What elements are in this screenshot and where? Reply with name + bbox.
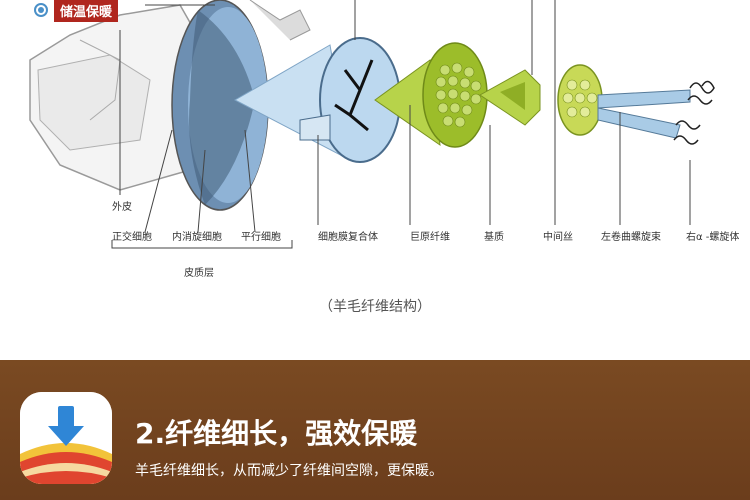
label-orthocortex: 正交细胞 <box>112 232 152 243</box>
label-macrofibril: 巨原纤维 <box>410 232 450 243</box>
tag-label: 储温保暖 <box>54 0 119 22</box>
feature-tag: 储温保暖 <box>34 0 119 22</box>
label-paracortex: 平行细胞 <box>241 232 281 243</box>
label-microfibril: 中间丝 <box>543 232 573 243</box>
download-arrow-icon <box>20 392 112 484</box>
label-matrix: 基质 <box>484 232 504 243</box>
label-left-coiled-bundle: 左卷曲螺旋束 <box>601 232 661 243</box>
feature-footer <box>0 360 750 500</box>
feature-subtext: 羊毛纤维细长，从而减少了纤维间空隙，更保暖。 <box>135 463 443 479</box>
label-mesocortex: 内消旋细胞 <box>172 232 222 243</box>
label-cortex: 皮质层 <box>184 268 214 279</box>
target-icon <box>34 3 48 17</box>
label-cell-membrane-complex: 细胞膜复合体 <box>318 232 378 243</box>
wool-fiber-diagram: 储温保暖 外皮 正交细胞 内消旋细胞 平行细胞 皮质层 细胞膜复合体 巨原纤维 … <box>0 0 750 360</box>
wool-structure-illustration <box>29 0 715 249</box>
label-skin: 外皮 <box>112 202 132 213</box>
feature-heading: 2.纤维细长，强效保暖 <box>135 417 418 450</box>
label-right-alpha-helix: 右α -螺旋体 <box>686 232 740 243</box>
diagram-caption: （羊毛纤维结构） <box>319 299 431 315</box>
